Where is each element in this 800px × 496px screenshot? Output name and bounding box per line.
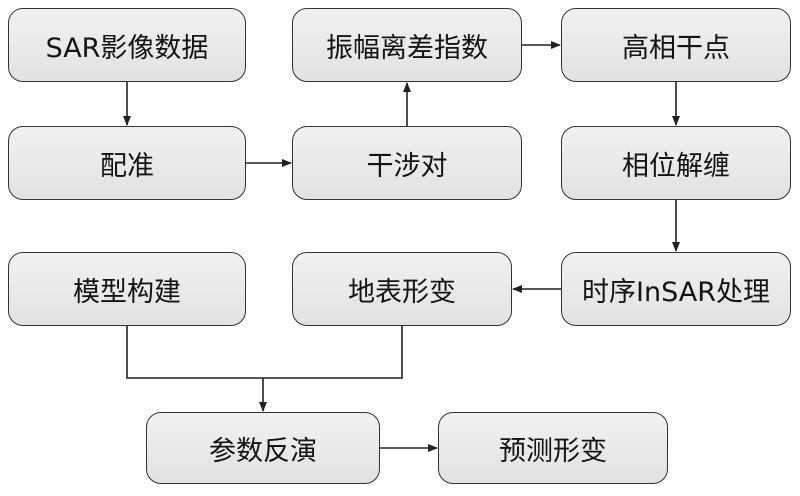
node-phase-unwrapping: 相位解缠	[561, 126, 791, 200]
node-model-construction: 模型构建	[8, 252, 246, 326]
node-ts-insar-processing: 时序InSAR处理	[561, 252, 791, 326]
node-interferometric-pairs: 干涉对	[292, 126, 522, 200]
node-deformation-prediction: 预测形变	[438, 412, 668, 484]
node-parameter-inversion: 参数反演	[146, 412, 380, 484]
node-coregistration: 配准	[8, 126, 246, 200]
node-surface-deformation: 地表形变	[292, 252, 512, 326]
node-sar-image-data: SAR影像数据	[8, 8, 246, 82]
connector-model-to-merge	[126, 326, 403, 379]
node-high-coherence-points: 高相干点	[561, 8, 791, 82]
node-amplitude-dispersion-index: 振幅离差指数	[292, 8, 522, 82]
